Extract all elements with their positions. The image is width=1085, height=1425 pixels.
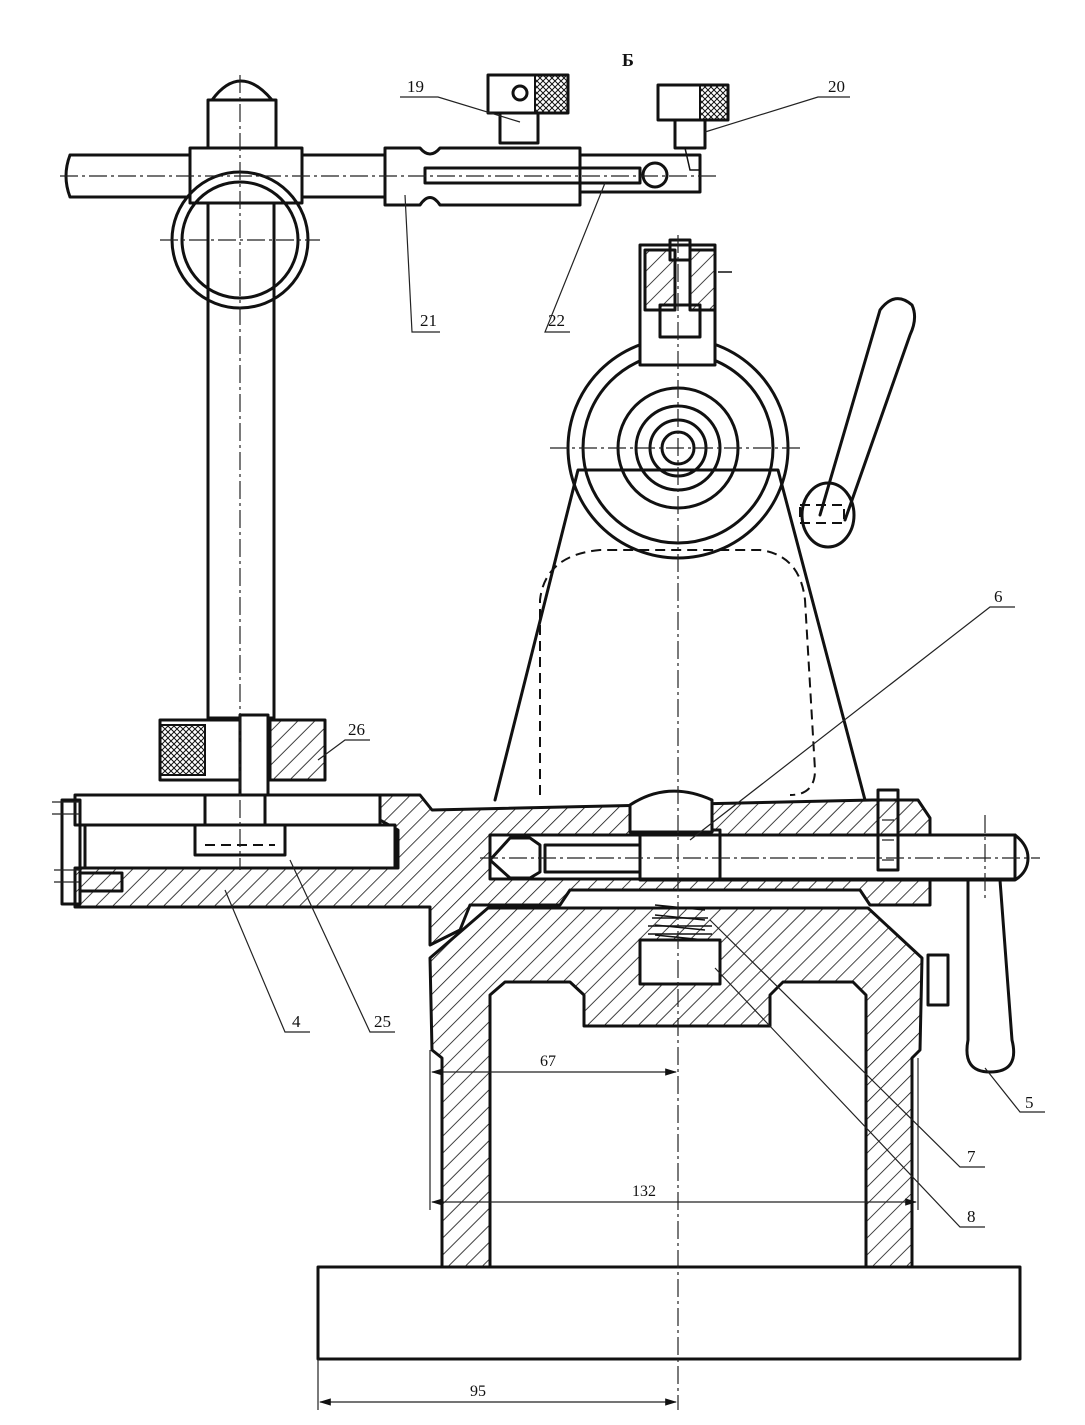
housing-section	[428, 906, 924, 1269]
label-25: 25	[374, 1012, 391, 1031]
indicator-stand	[64, 73, 730, 797]
base-plate	[316, 1265, 1022, 1361]
label-5: 5	[1025, 1093, 1034, 1112]
view-label: Б	[622, 50, 634, 70]
label-22: 22	[548, 311, 565, 330]
dim-95: 95	[470, 1383, 486, 1400]
dimensions: 67 132 95	[317, 1050, 919, 1410]
center-lines	[60, 75, 1040, 1410]
label-7: 7	[967, 1147, 976, 1166]
dim-67: 67	[540, 1053, 556, 1070]
handle-5	[965, 878, 1016, 1074]
label-26: 26	[348, 720, 365, 739]
label-8: 8	[967, 1207, 976, 1226]
part-labels: 19 20 21 22 26 6 4 25 5 7 8 Б	[292, 50, 1034, 1226]
carriage-section	[52, 788, 1030, 1007]
label-4: 4	[292, 1012, 301, 1031]
label-21: 21	[420, 311, 437, 330]
label-6: 6	[994, 587, 1003, 606]
label-19: 19	[407, 77, 424, 96]
label-20: 20	[828, 77, 845, 96]
dim-132: 132	[632, 1183, 656, 1200]
part-leaders	[224, 96, 1045, 1228]
